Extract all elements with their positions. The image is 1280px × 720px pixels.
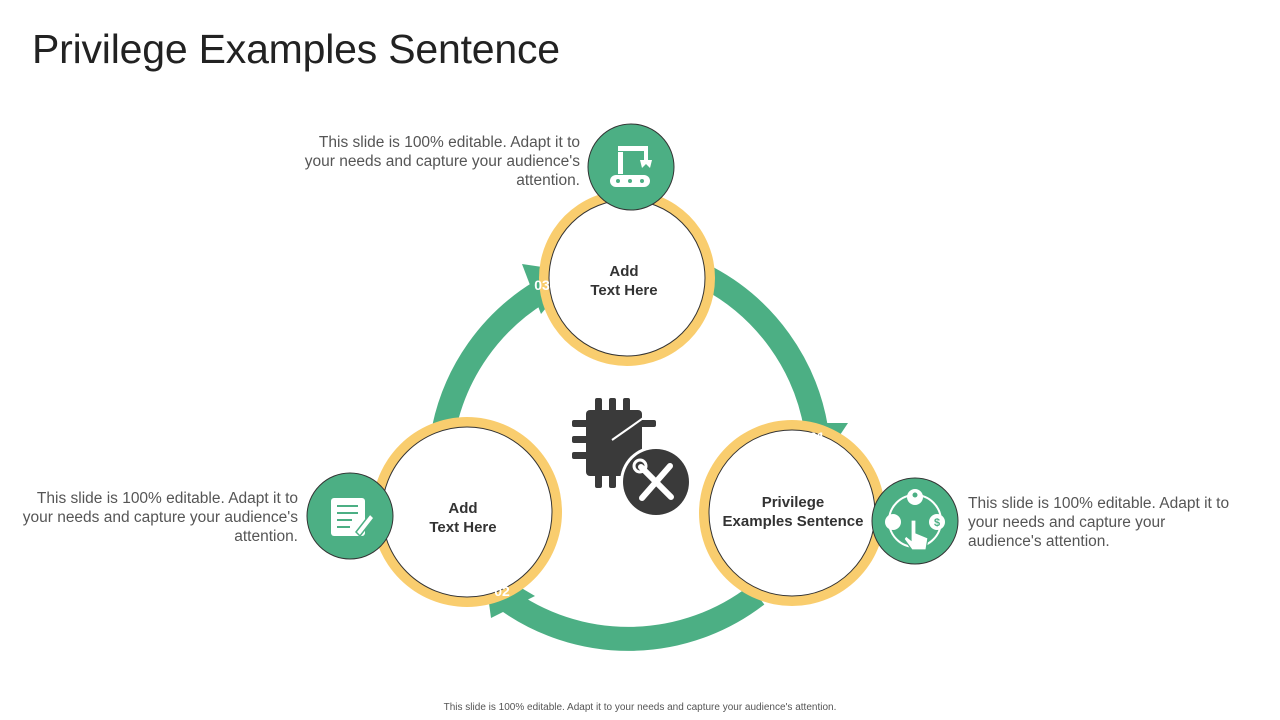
- arc-03-to-01: [702, 267, 828, 431]
- node-label-02: Add Text Here: [429, 500, 497, 536]
- hand-pointer-network-icon: $: [871, 477, 959, 565]
- description-02: This slide is 100% editable. Adapt it to…: [22, 490, 298, 545]
- chip-wrench-screwdriver-icon: [572, 398, 692, 518]
- description-01: This slide is 100% editable. Adapt it to…: [968, 495, 1230, 550]
- robotic-arm-conveyor-icon: [587, 123, 675, 211]
- step-number-03: 03: [534, 277, 550, 293]
- cycle-arrows: [432, 267, 828, 651]
- node-circle-left: [372, 417, 562, 607]
- node-circle-top: [539, 190, 715, 366]
- footer-note: This slide is 100% editable. Adapt it to…: [443, 702, 837, 713]
- step-number-02: 02: [494, 583, 510, 599]
- checklist-notepad-icon: [306, 472, 394, 560]
- node-circle-right: [699, 420, 885, 606]
- description-03: This slide is 100% editable. Adapt it to…: [304, 134, 580, 189]
- arc-02-to-03: [432, 281, 547, 431]
- page-title: Privilege Examples Sentence: [32, 26, 560, 72]
- svg-text:$: $: [934, 517, 940, 529]
- node-label-03: Add Text Here: [590, 263, 658, 299]
- node-label-01: Privilege Examples Sentence: [722, 494, 864, 530]
- step-number-01: 01: [809, 429, 825, 445]
- arc-01-to-02: [496, 585, 765, 651]
